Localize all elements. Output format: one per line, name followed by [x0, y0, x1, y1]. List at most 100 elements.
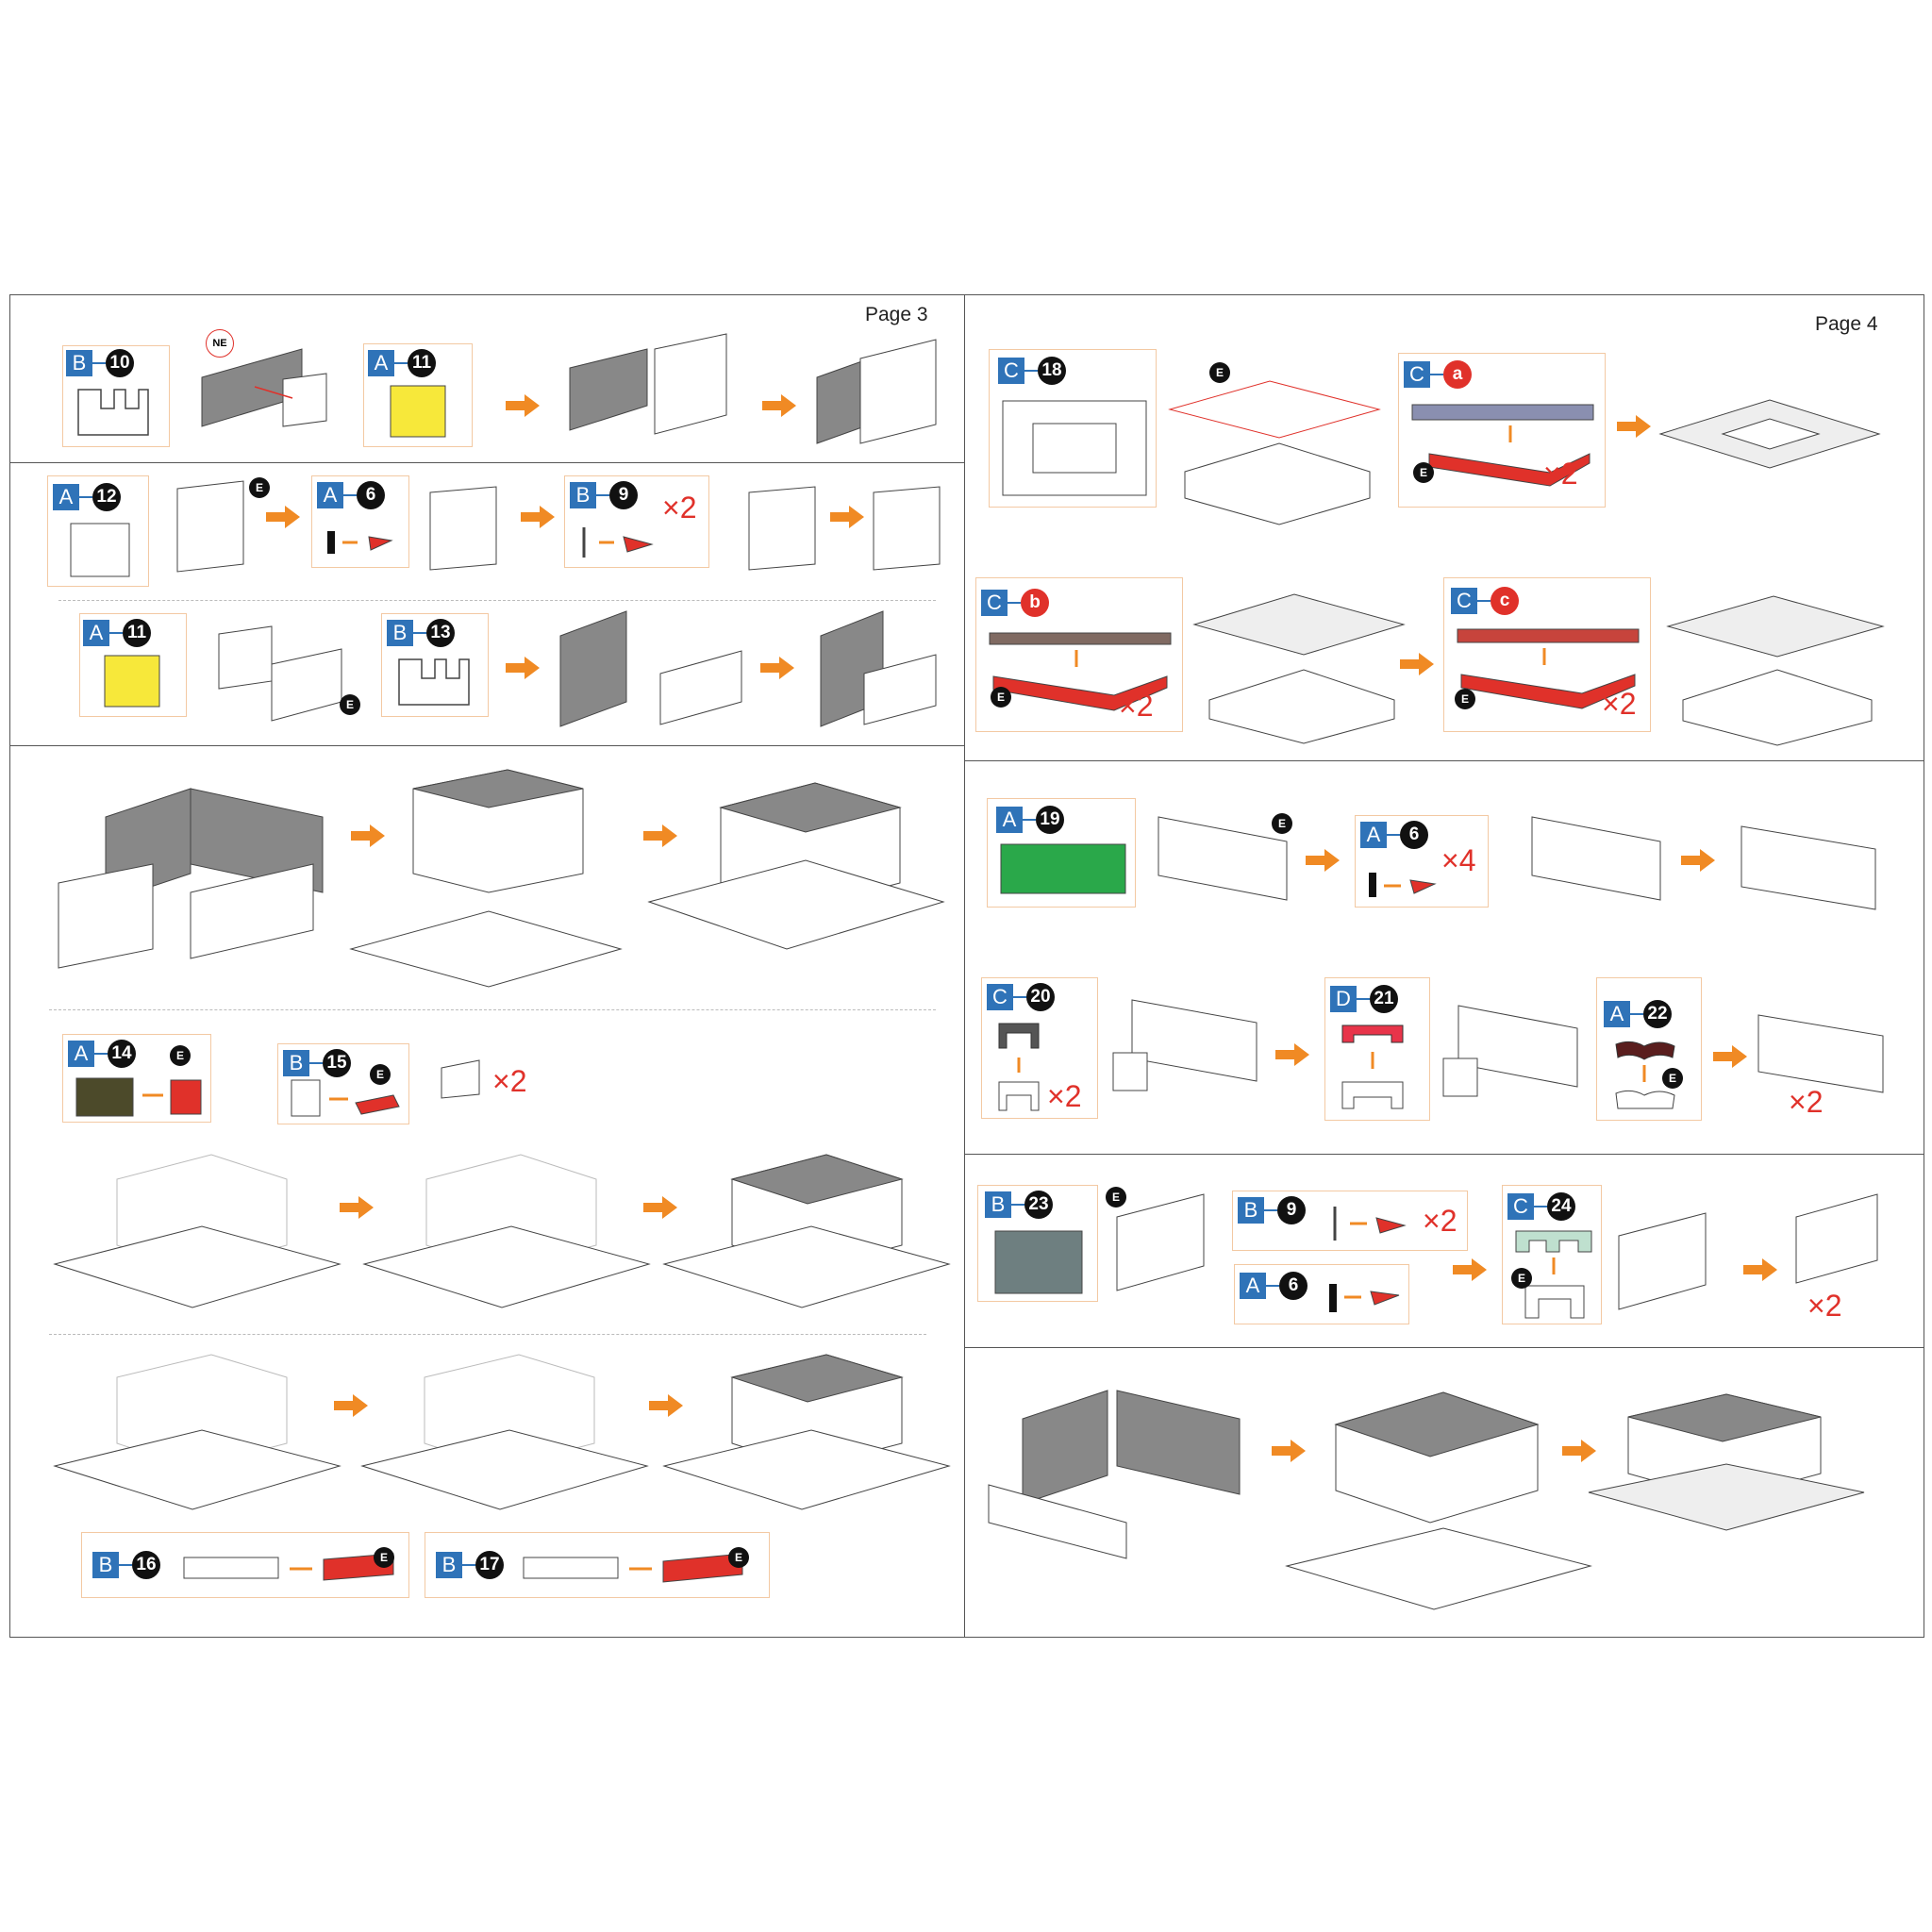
frame-assembly-illustration [1168, 380, 1381, 525]
step-label-a22: A 22 [1604, 1000, 1672, 1028]
grey-part-icon [994, 1230, 1083, 1294]
step-label-b15: B 15 [283, 1049, 351, 1077]
step-label-b17: B 17 [436, 1551, 504, 1579]
e-marker: E [1413, 462, 1434, 483]
small-part-icon [582, 527, 654, 558]
roof-assembled-icon [441, 1059, 480, 1099]
e-marker: E [1106, 1187, 1126, 1208]
e-marker: E [1662, 1068, 1683, 1089]
next-arrow-icon [1743, 1258, 1777, 1281]
divider [9, 462, 964, 463]
multiplier-text: ×2 [1423, 1204, 1457, 1238]
multiplier-text: ×2 [492, 1064, 527, 1098]
next-arrow-icon [649, 1394, 683, 1417]
frame-part-icon [1002, 400, 1147, 496]
next-arrow-icon [506, 657, 540, 679]
step-label-c20: C 20 [987, 983, 1055, 1011]
next-arrow-icon [351, 824, 385, 847]
next-arrow-icon [643, 824, 677, 847]
step-box [1443, 577, 1651, 732]
step-label-a14: A 14 [68, 1040, 136, 1068]
next-arrow-icon [760, 657, 794, 679]
house-on-base-illustration [349, 769, 623, 988]
step-label-b13: B 13 [387, 619, 455, 647]
trim-part-icon [1457, 628, 1640, 709]
step-label-b16: B 16 [92, 1551, 160, 1579]
frame-result-illustration [1658, 399, 1881, 469]
step-label-b23: B 23 [985, 1191, 1053, 1219]
step-label-c18: C 18 [998, 357, 1066, 385]
frame-assembly-illustration [1666, 595, 1885, 746]
step-label-a11: A 11 [83, 619, 151, 647]
next-arrow-icon [506, 394, 540, 417]
next-arrow-icon [1713, 1045, 1747, 1068]
wall-assembly-illustration [218, 625, 342, 722]
house-base-illustration [53, 1354, 341, 1510]
ornament-part-icon [1615, 1041, 1675, 1109]
panel-illustration [748, 486, 816, 571]
step-label-d21: D 21 [1330, 985, 1398, 1013]
roof-part-icon [291, 1079, 400, 1117]
wall-panel-illustration [1158, 816, 1288, 901]
next-arrow-icon [1275, 1043, 1309, 1066]
wall-assembly-illustration [201, 348, 327, 427]
multiplier-text: ×2 [1789, 1085, 1824, 1119]
next-arrow-icon [266, 506, 300, 528]
house-assembled-illustration [647, 782, 945, 950]
frame-assembly-illustration [1192, 593, 1406, 744]
panel-illustration [873, 486, 941, 571]
step-label-ca: C a [1404, 360, 1472, 389]
e-marker: E [170, 1045, 191, 1066]
e-marker: E [249, 477, 270, 498]
step-label-cc: C c [1451, 587, 1519, 615]
e-marker: E [728, 1547, 749, 1568]
small-part-icon [1369, 873, 1437, 897]
wall-bracket-illustration [1618, 1212, 1707, 1310]
wall-panel-illustration [1116, 1193, 1205, 1291]
assembly-result-illustration [820, 610, 937, 727]
house-base-illustration [362, 1154, 651, 1308]
wall-piece-illustration [398, 658, 470, 706]
walls-on-frame-illustration [1285, 1391, 1592, 1610]
multiplier-text: ×2 [1119, 689, 1154, 723]
ne-marker: NE [206, 329, 234, 358]
page-label-right: Page 4 [1815, 313, 1878, 335]
step-label-c24: C 24 [1507, 1192, 1575, 1221]
step-box [1596, 977, 1702, 1121]
completed-base-illustration [1588, 1393, 1865, 1531]
step-box [989, 349, 1157, 508]
step-label-b9: B 9 [570, 481, 638, 509]
dashed-separator [49, 1334, 926, 1335]
small-part-icon [1333, 1207, 1407, 1241]
house-base-illustration [360, 1354, 649, 1510]
next-arrow-icon [1617, 415, 1651, 438]
instruction-sheet [9, 294, 1924, 1638]
next-arrow-icon [340, 1196, 374, 1219]
step-box [1232, 1191, 1468, 1251]
step-box [79, 613, 187, 717]
next-arrow-icon [1453, 1258, 1487, 1281]
wall-bracket-illustration [1757, 1014, 1884, 1093]
page-divider [964, 294, 965, 1638]
step-label-b10: B 10 [66, 349, 134, 377]
dashed-separator [49, 1009, 936, 1010]
step-label-cb: C b [981, 589, 1049, 617]
multiplier-text: ×2 [1543, 457, 1578, 491]
wall-panel-illustration [1740, 825, 1876, 910]
next-arrow-icon [1272, 1440, 1306, 1462]
e-marker: E [1272, 813, 1292, 834]
divider [964, 1347, 1924, 1348]
step-label-a11: A 11 [368, 349, 436, 377]
next-arrow-icon [1681, 849, 1715, 872]
e-marker: E [340, 694, 360, 715]
e-marker: E [1455, 689, 1475, 709]
step-label-a6: A 6 [1360, 821, 1428, 849]
panel-illustration [429, 486, 497, 571]
step-label-a12: A 12 [53, 483, 121, 511]
yellow-part-icon [104, 655, 160, 708]
wall-piece-illustration [77, 389, 149, 436]
step-label-b9: B 9 [1238, 1196, 1306, 1224]
multiplier-text: ×2 [1047, 1079, 1082, 1113]
panel-part-icon [70, 523, 130, 577]
divider [964, 1154, 1924, 1155]
